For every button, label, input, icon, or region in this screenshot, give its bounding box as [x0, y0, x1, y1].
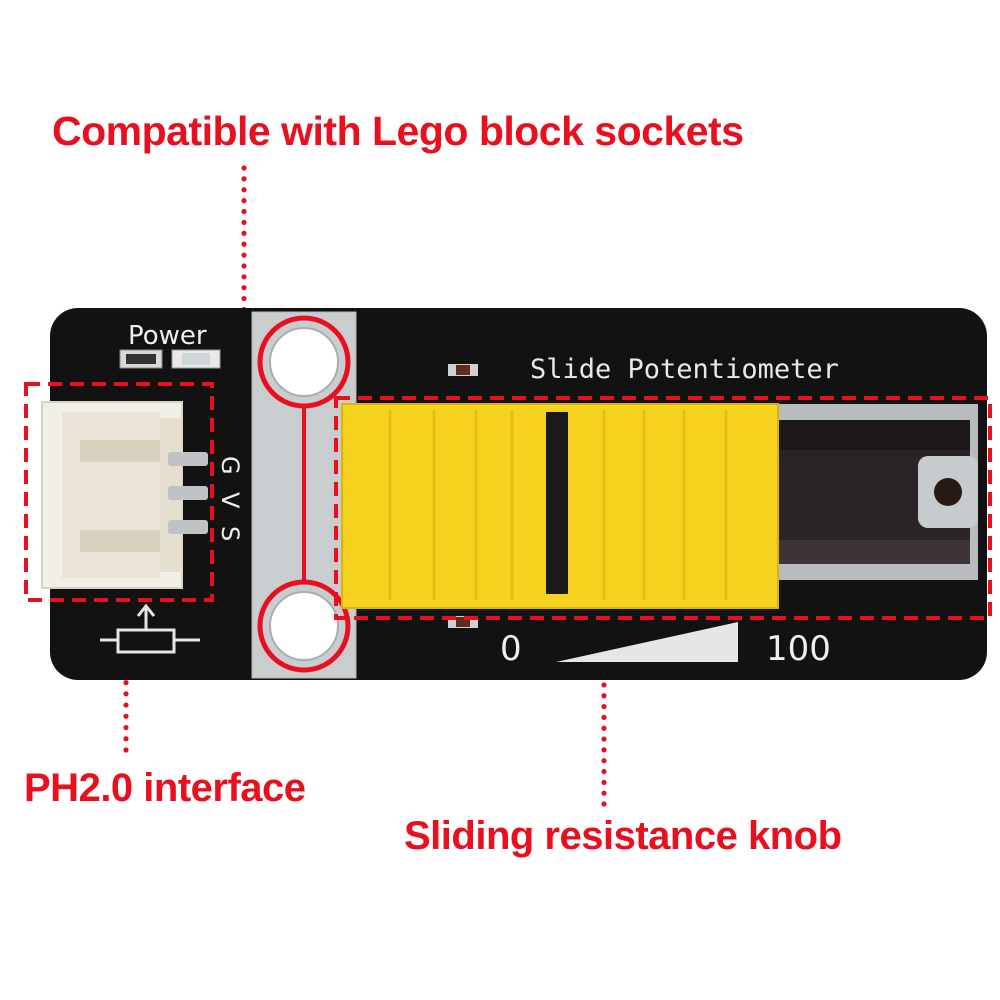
slider-knob[interactable]	[341, 403, 779, 609]
knob-highlight	[334, 396, 992, 620]
ph2-connector	[41, 401, 208, 589]
pin-label-v: V	[216, 492, 244, 509]
board-title: Slide Potentiometer	[530, 354, 839, 385]
callout-sliding-knob: Sliding resistance knob	[404, 814, 842, 858]
callout-ph2-interface: PH2.0 interface	[24, 766, 306, 810]
pin-label-s: S	[216, 526, 244, 541]
mounting-hole-top	[269, 327, 339, 397]
lego-socket-highlight	[257, 315, 351, 673]
scale-max-label: 100	[766, 629, 831, 669]
scale-wedge	[556, 622, 738, 662]
slider-track	[760, 404, 978, 580]
resistor-symbol-icon	[100, 603, 200, 654]
ph2-highlight	[24, 382, 214, 602]
mounting-hole-bottom	[269, 591, 339, 661]
callout-lego-sockets: Compatible with Lego block sockets	[52, 108, 744, 154]
pin-label-g: G	[216, 456, 244, 475]
power-label: Power	[128, 321, 207, 351]
scale-min-label: 0	[500, 629, 522, 669]
